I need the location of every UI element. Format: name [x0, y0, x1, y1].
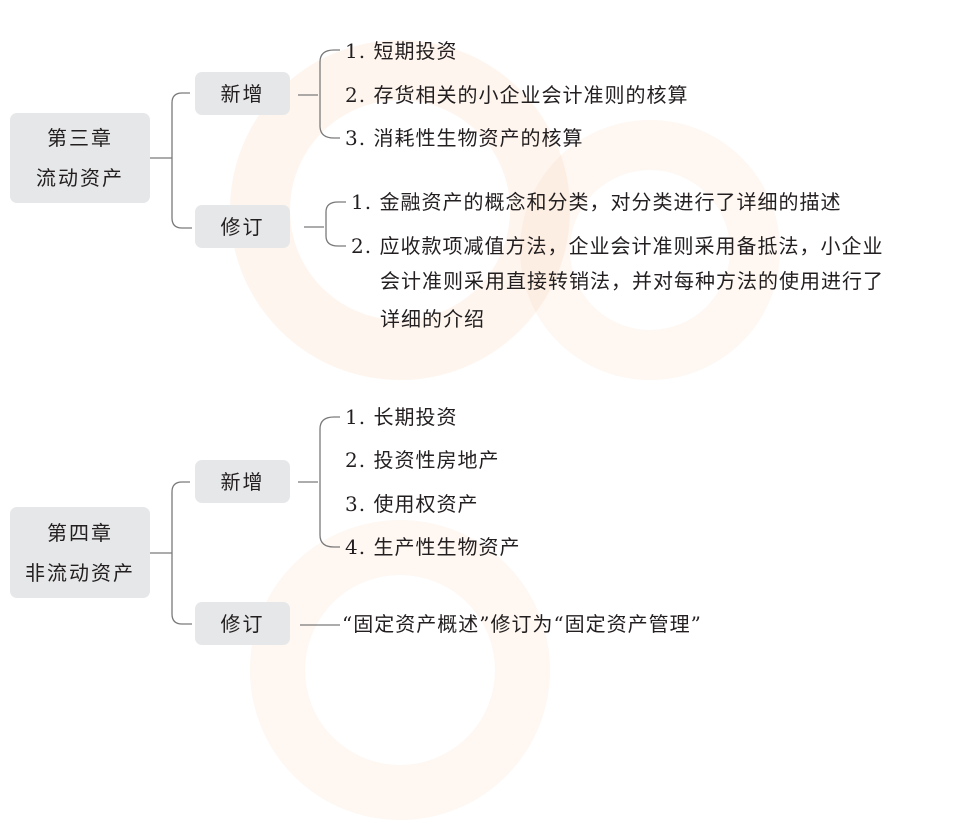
connector-lines — [150, 49, 346, 626]
list-item: 3. 消耗性生物资产的核算 — [345, 126, 584, 150]
list-item: 2. 存货相关的小企业会计准则的核算 — [345, 83, 689, 107]
chapter-3-added-node: 新增 — [195, 72, 290, 115]
list-item: 1. 短期投资 — [345, 39, 458, 63]
list-item-continuation: 详细的介绍 — [380, 307, 485, 331]
chapter-3-revised-node: 修订 — [195, 205, 290, 248]
chapter-3-node: 第三章 流动资产 — [10, 113, 150, 203]
chapter-4-added-node: 新增 — [195, 460, 290, 503]
added-label: 新增 — [220, 469, 265, 494]
revised-label: 修订 — [220, 214, 265, 239]
chapter-4-title: 第四章 — [47, 520, 113, 545]
list-item: 4. 生产性生物资产 — [345, 535, 521, 559]
chapter-3-title: 第三章 — [47, 126, 113, 150]
revised-label: 修订 — [220, 611, 265, 636]
list-item: 2. 应收款项减值方法，企业会计准则采用备抵法，小企业 — [351, 234, 884, 258]
list-item: 3. 使用权资产 — [345, 492, 479, 516]
list-item: 1. 长期投资 — [345, 405, 458, 429]
chapter-3-subtitle: 流动资产 — [36, 166, 124, 190]
list-item: 2. 投资性房地产 — [345, 448, 500, 472]
revision-text: “固定资产概述”修订为“固定资产管理” — [342, 612, 702, 636]
list-item-continuation: 会计准则采用直接转销法，并对每种方法的使用进行了 — [380, 269, 884, 293]
chapter-4-subtitle: 非流动资产 — [25, 560, 135, 585]
chapter-4-node: 第四章 非流动资产 — [10, 507, 150, 598]
chapter-4-revised-node: 修订 — [195, 602, 290, 645]
list-item: 1. 金融资产的概念和分类，对分类进行了详细的描述 — [351, 190, 842, 214]
added-label: 新增 — [220, 81, 265, 106]
